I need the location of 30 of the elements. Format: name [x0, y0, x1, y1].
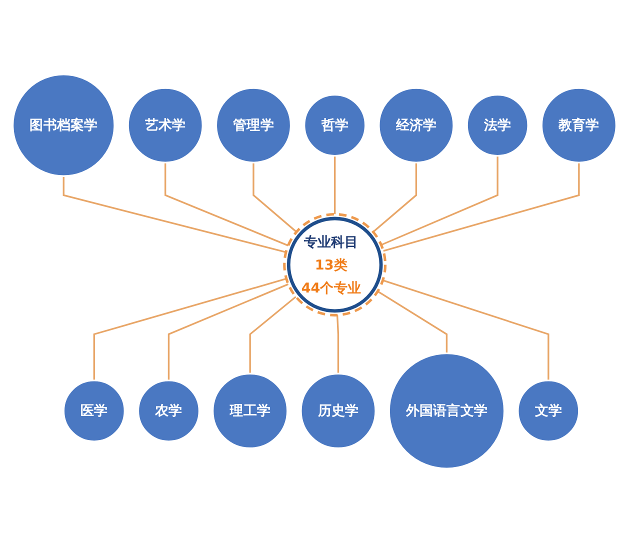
category-circle: 文学 — [517, 380, 580, 442]
connector-line — [383, 162, 580, 252]
connector-line — [168, 283, 289, 380]
connector-line — [164, 162, 288, 246]
major-count: 44个专业 — [301, 280, 361, 296]
connector-line — [382, 280, 550, 380]
connector-line — [380, 156, 498, 246]
category-count: 13类 — [314, 256, 348, 273]
category-circle: 经济学 — [378, 87, 454, 164]
category-circle: 历史学 — [300, 372, 376, 450]
connector-line — [334, 156, 336, 214]
connector-line — [62, 176, 286, 254]
category-circle: 农学 — [137, 380, 200, 442]
category-circle: 教育学 — [540, 87, 618, 164]
hub-heading: 专业科目 — [304, 234, 358, 250]
connector-line — [93, 278, 287, 380]
category-circle: 艺术学 — [127, 87, 204, 164]
connector-line — [377, 290, 448, 354]
category-circle: 图书档案学 — [12, 74, 116, 177]
connector-line — [249, 296, 296, 374]
category-circle: 理工学 — [212, 372, 288, 450]
category-circle: 哲学 — [303, 94, 366, 157]
category-circle: 外国语言文学 — [388, 352, 506, 470]
connector-line — [336, 315, 340, 374]
hub-circle — [283, 213, 387, 316]
category-circle: 管理学 — [215, 87, 292, 164]
connector-line — [372, 162, 418, 233]
category-circle: 法学 — [466, 94, 529, 157]
connector-line — [252, 162, 298, 233]
category-circle: 医学 — [62, 380, 126, 442]
